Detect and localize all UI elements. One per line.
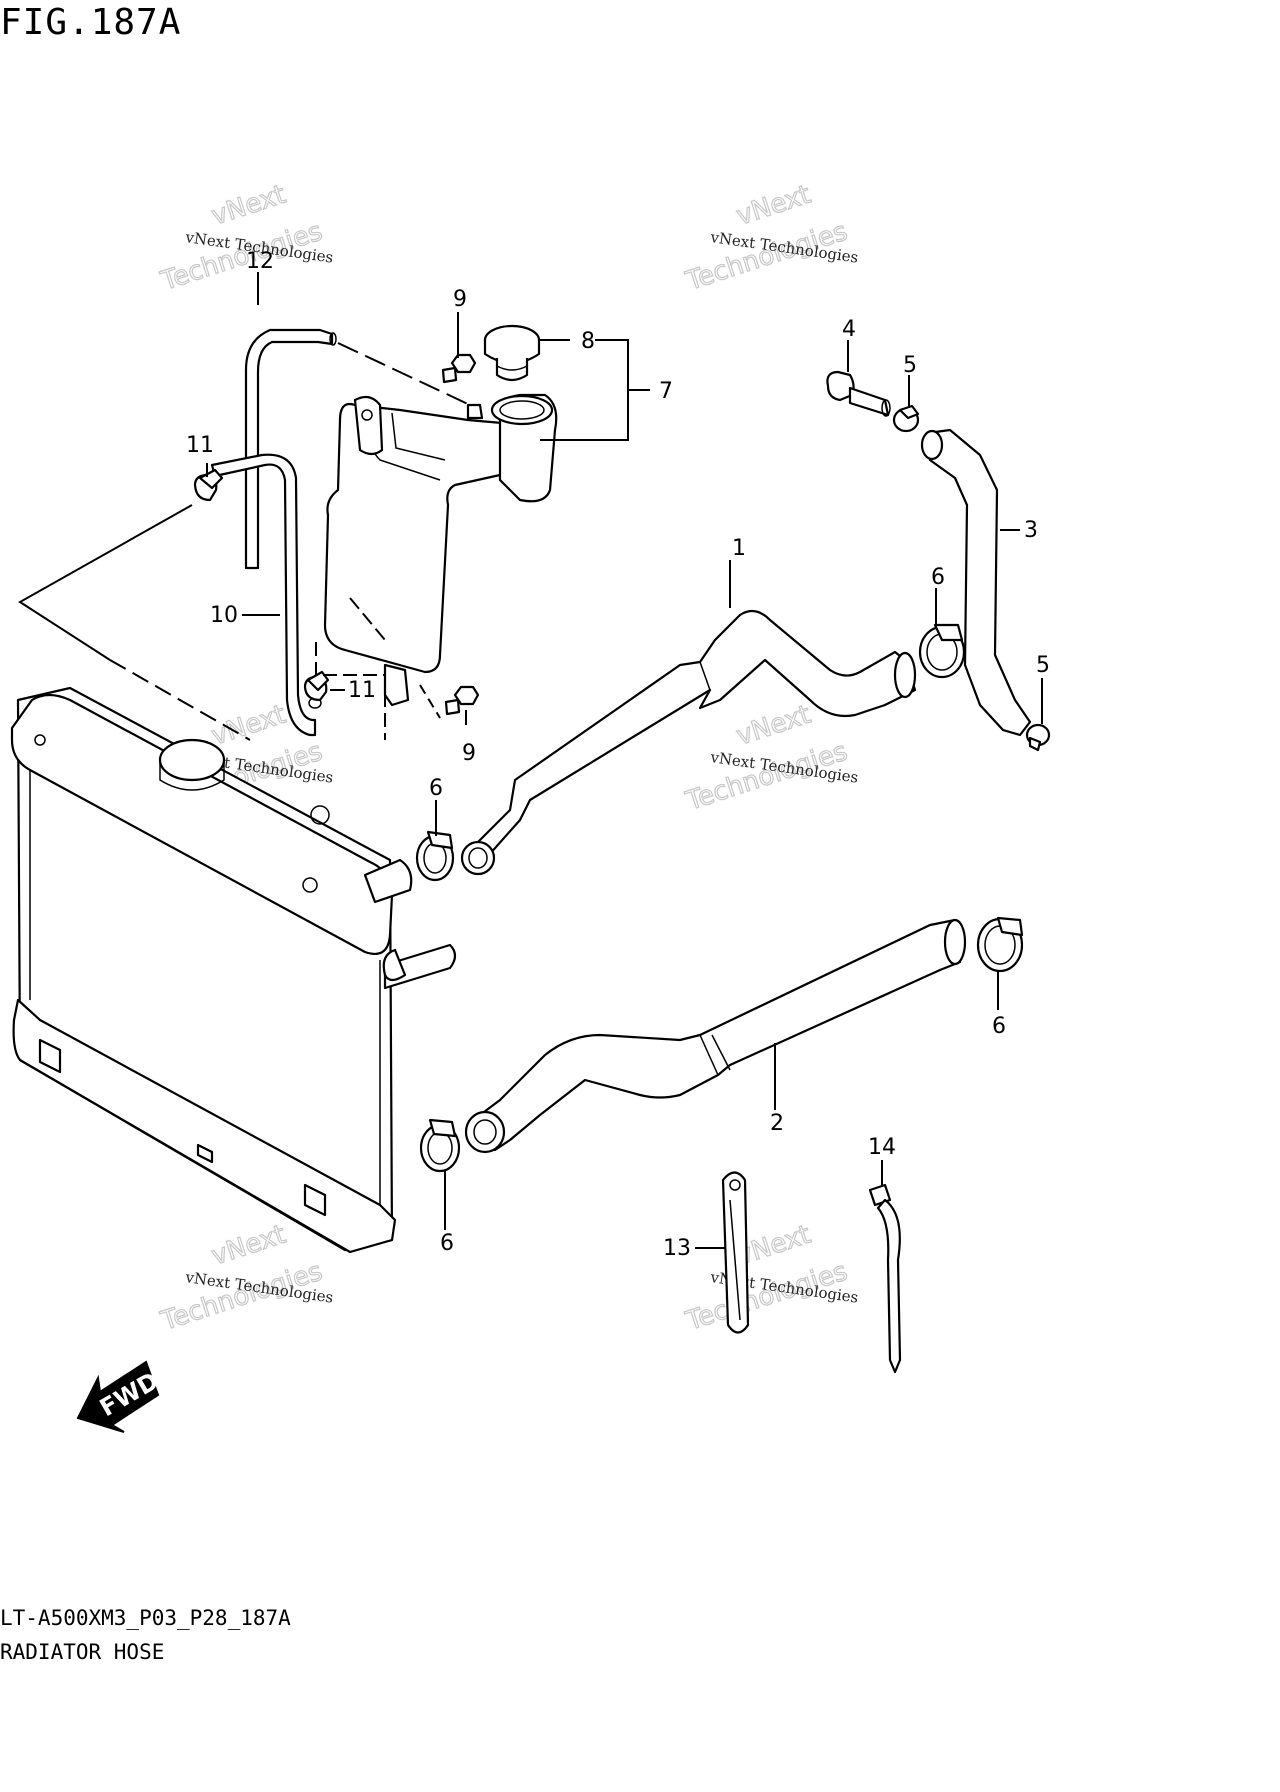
callout-8: 8 [581, 329, 595, 354]
callout-14: 14 [868, 1135, 896, 1160]
callout-4: 4 [842, 317, 856, 342]
callout-7: 7 [659, 379, 673, 404]
clamp-6-hose1-top [918, 623, 966, 679]
clip-11-lower [303, 670, 330, 702]
clamp-6-hose1-bottom [415, 830, 455, 882]
cable-tie-14 [868, 1183, 902, 1374]
callout-labels: 1 2 3 4 5 5 6 6 6 6 7 8 9 9 10 11 11 12 … [186, 249, 1050, 1261]
callout-11-lower: 11 [348, 678, 376, 703]
callout-6-hose1-bottom: 6 [429, 776, 443, 801]
watermark-bottom-right: vNext Technologies vNext Technologies [681, 1219, 859, 1338]
clamp-13 [721, 1171, 750, 1334]
callout-2: 2 [770, 1111, 784, 1136]
callout-6-hose2-bottom: 6 [440, 1231, 454, 1256]
callout-10: 10 [210, 603, 238, 628]
callout-5-lower: 5 [1036, 653, 1050, 678]
callout-6-hose1-top: 6 [931, 565, 945, 590]
watermark-top-left: vNext Technologies vNext Technologies [156, 179, 334, 298]
figure-title: FIG.187A [0, 2, 182, 43]
leader-lines [18, 272, 1043, 1249]
watermark-big-top: vNext [208, 1220, 290, 1272]
callout-9-lower: 9 [462, 741, 476, 766]
hose-10 [210, 453, 322, 737]
watermark-big-top: vNext [208, 180, 290, 232]
reservoir-tank [323, 393, 558, 707]
callout-13: 13 [663, 1236, 691, 1261]
hose-12 [244, 328, 337, 570]
bolt-9-lower [444, 685, 480, 716]
hose-3 [920, 428, 1032, 737]
watermark-big-top: vNext [733, 180, 815, 232]
callout-11-upper: 11 [186, 433, 214, 458]
figure-name: RADIATOR HOSE [0, 1640, 165, 1664]
bolt-9-upper [441, 353, 477, 384]
forward-arrow-icon: FWD [76, 1360, 163, 1433]
callout-5-upper: 5 [903, 353, 917, 378]
callout-12: 12 [246, 249, 274, 274]
radiator [10, 686, 457, 1254]
figure-code: LT-A500XM3_P03_P28_187A [0, 1606, 291, 1630]
hose-2 [464, 918, 967, 1154]
watermark-big-top: vNext [733, 700, 815, 752]
watermark-big-top: vNext [208, 700, 290, 752]
hose-1 [460, 609, 917, 876]
callout-3: 3 [1024, 518, 1038, 543]
fitting-4 [826, 370, 891, 417]
watermark-bottom-left: vNext Technologies vNext Technologies [156, 1219, 334, 1338]
callout-1: 1 [732, 536, 746, 561]
clamp-5-upper [892, 404, 920, 433]
watermark-mid-right: vNext Technologies vNext Technologies [681, 699, 859, 818]
reservoir-cap [483, 324, 541, 382]
clamp-6-hose2-bottom [419, 1118, 461, 1173]
watermark-top-right: vNext Technologies vNext Technologies [681, 179, 859, 298]
clip-11-upper [193, 468, 224, 502]
callout-6-hose2-top: 6 [992, 1014, 1006, 1039]
clamp-6-hose2-top [976, 916, 1024, 973]
callout-9-upper: 9 [453, 287, 467, 312]
clamp-5-lower [1025, 723, 1051, 752]
